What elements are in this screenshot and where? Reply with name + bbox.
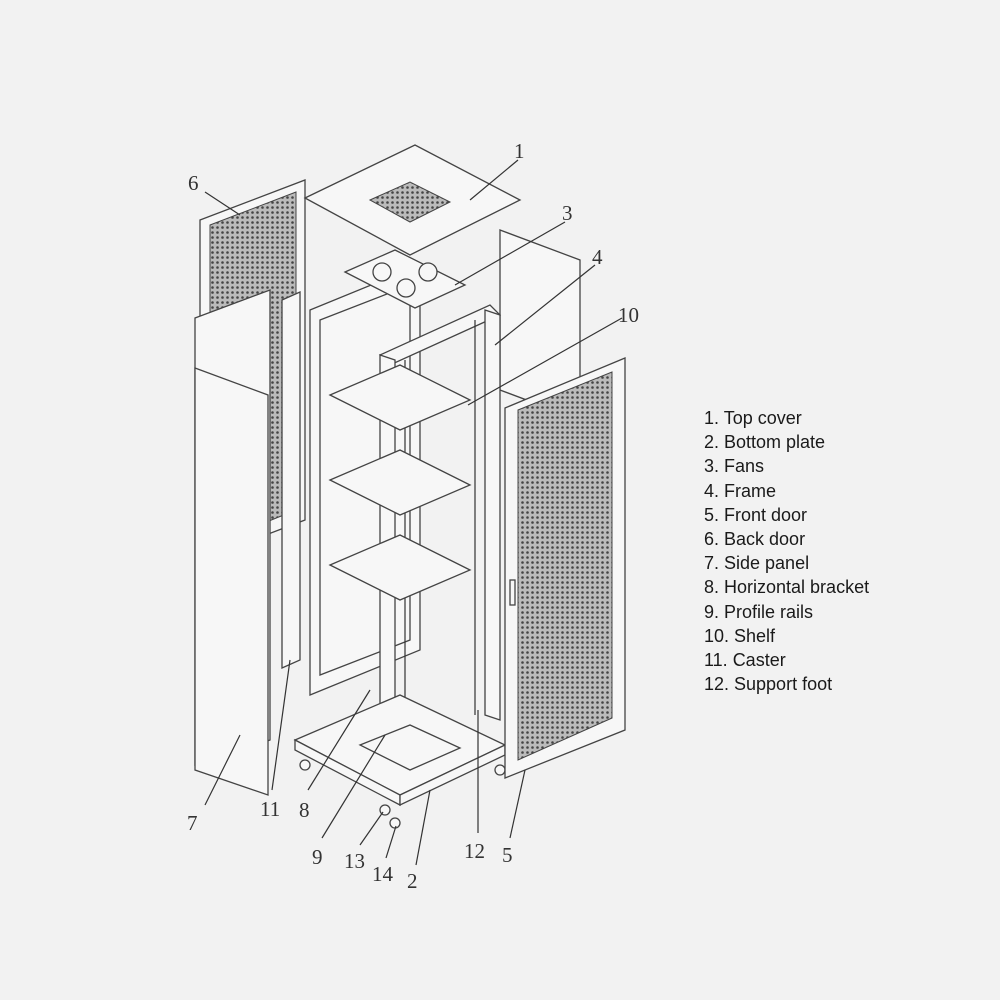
- callout-13: 13: [344, 849, 365, 873]
- legend-item: 2. Bottom plate: [704, 432, 826, 453]
- legend-item: 4. Frame: [704, 480, 777, 501]
- callout-6: 6: [188, 171, 199, 195]
- front-door: [504, 357, 626, 779]
- callout-12: 12: [464, 839, 485, 863]
- callout-9: 9: [312, 845, 323, 869]
- legend-item: 6. Back door: [704, 529, 806, 550]
- legend-item: 7. Side panel: [704, 553, 810, 574]
- legend-item: 5. Front door: [704, 504, 808, 525]
- legend-item: 8. Horizontal bracket: [704, 577, 870, 598]
- shelves: [328, 364, 472, 601]
- fans: [343, 249, 467, 309]
- callout-14: 14: [372, 862, 394, 886]
- parts-legend: 1. Top cover 2. Bottom plate 3. Fans 4. …: [704, 406, 869, 696]
- callout-5: 5: [502, 843, 513, 867]
- side-panel: [194, 289, 271, 796]
- callout-4: 4: [592, 245, 603, 269]
- callout-10: 10: [618, 303, 639, 327]
- legend-item: 3. Fans: [704, 456, 765, 477]
- leader-lines: [204, 159, 623, 866]
- callout-1: 1: [514, 139, 525, 163]
- bottom-plate: [293, 694, 507, 829]
- callout-2: 2: [407, 869, 418, 893]
- legend-item: 9. Profile rails: [704, 601, 814, 622]
- legend-item: 12. Support foot: [704, 674, 833, 695]
- legend-item: 11. Caster: [704, 650, 786, 671]
- callout-7: 7: [187, 811, 198, 835]
- top-cover: [303, 144, 522, 256]
- legend-item: 1. Top cover: [704, 408, 802, 428]
- callout-3: 3: [562, 201, 573, 225]
- callout-11: 11: [260, 797, 280, 821]
- legend-item: 10. Shelf: [704, 625, 776, 646]
- callout-8: 8: [299, 798, 310, 822]
- vertical-rail-strip: [281, 290, 301, 670]
